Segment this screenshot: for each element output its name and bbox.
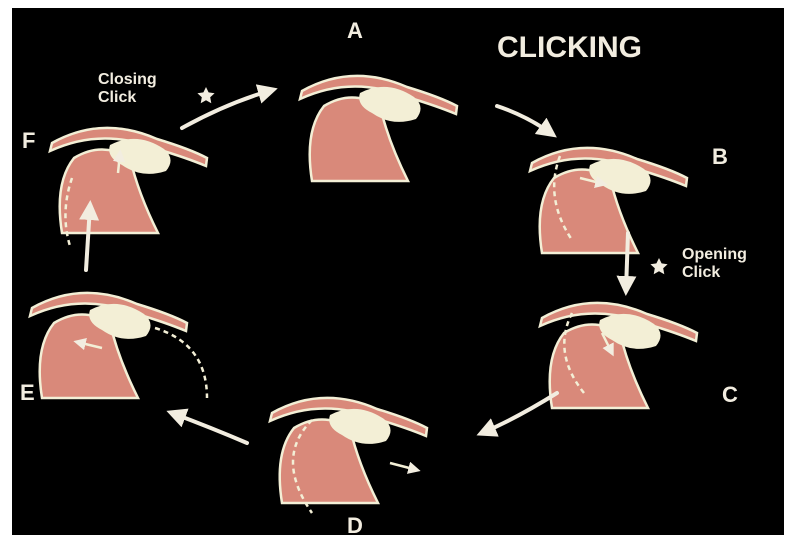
diagram-title: CLICKING xyxy=(497,31,642,64)
stage-joint-E xyxy=(30,293,207,398)
closing-star-icon xyxy=(197,87,214,103)
closing-click-label-line2: Click xyxy=(98,89,136,106)
opening-click-label-line1: Opening xyxy=(682,246,747,263)
diagram-stage: CLICKING xyxy=(12,8,784,535)
stage-label-E: E xyxy=(20,380,35,405)
cycle-arrow-C-D xyxy=(482,393,557,433)
cycle-arrow-A-B xyxy=(497,106,552,134)
stage-joint-F xyxy=(50,128,207,246)
cycle-arrow-D-E xyxy=(172,413,247,443)
stage-joint-B xyxy=(530,148,687,253)
stage-label-A: A xyxy=(347,18,363,43)
stage-joint-C xyxy=(540,303,697,408)
stage-label-B: B xyxy=(712,144,728,169)
stage-joint-A xyxy=(300,76,457,181)
clicking-cycle-diagram: CLICKING xyxy=(12,8,784,535)
stage-label-D: D xyxy=(347,513,363,535)
stage-joint-D xyxy=(270,398,427,513)
stage-label-C: C xyxy=(722,382,738,407)
opening-star-icon xyxy=(650,258,667,274)
cycle-arrow-B-C xyxy=(626,233,628,290)
cycle-arrow-F-A xyxy=(182,90,272,128)
stage-label-F: F xyxy=(22,128,35,153)
closing-click-label-line1: Closing xyxy=(98,71,157,88)
opening-click-label-line2: Click xyxy=(682,264,720,281)
dashed-path-E xyxy=(155,328,207,398)
motion-arrow-D xyxy=(390,463,417,470)
